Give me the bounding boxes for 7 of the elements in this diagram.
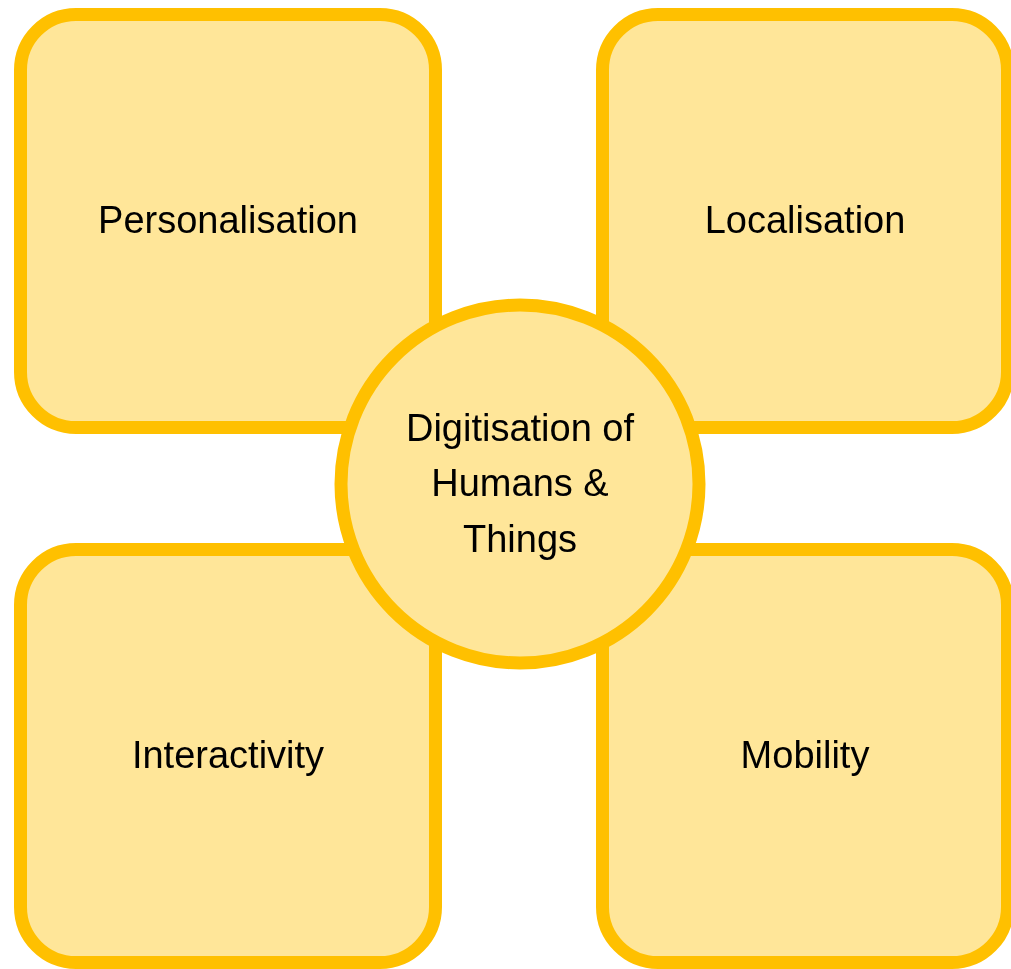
rounded-box — [14, 543, 442, 969]
box-label: Interactivity — [131, 733, 325, 779]
box-label: Personalisation — [98, 198, 358, 244]
box-label: Localisation — [704, 198, 906, 244]
box-label: Mobility — [740, 733, 870, 779]
circle-label: Digitisation of Humans & Things — [404, 406, 636, 562]
rounded-box — [596, 543, 1011, 969]
